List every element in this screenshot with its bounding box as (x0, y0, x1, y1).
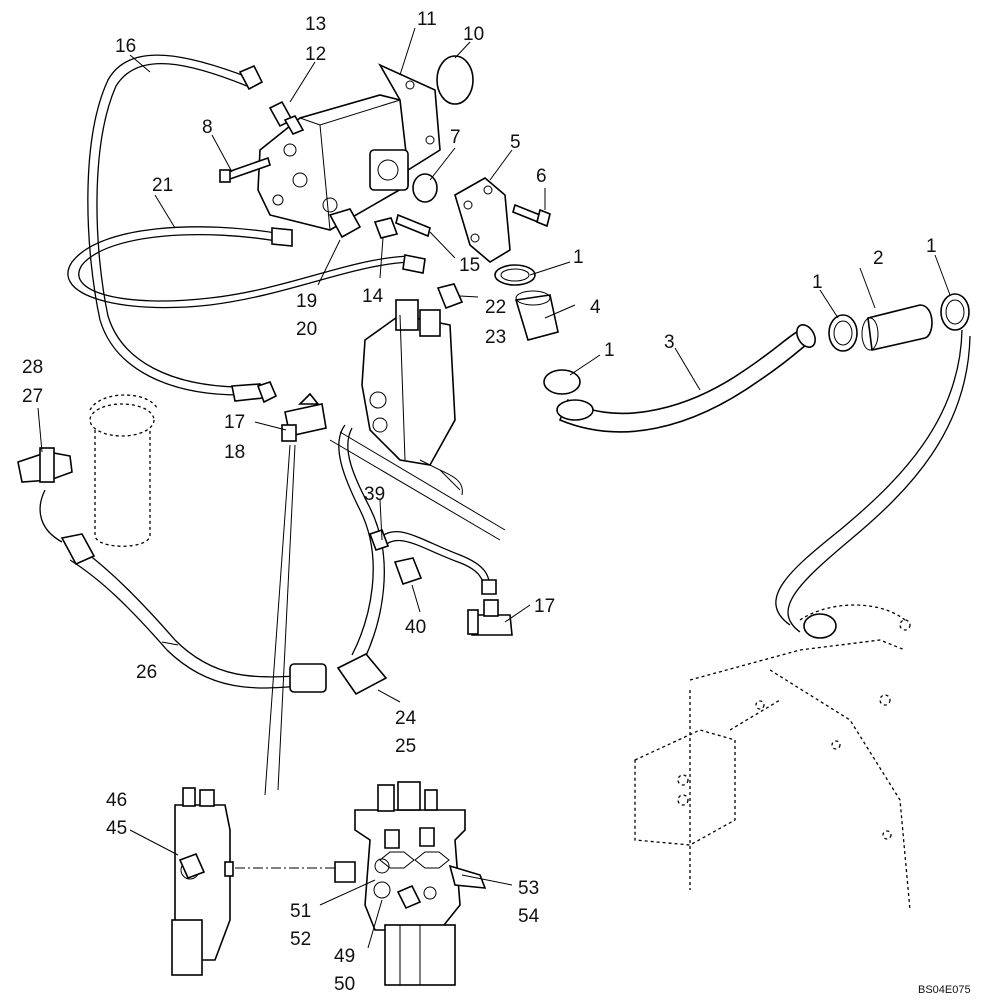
clamp-1-upper (494, 264, 536, 286)
callout-1: 1 (604, 340, 615, 361)
clamp-1-lower (543, 369, 594, 421)
callout-53: 53 (518, 878, 539, 899)
callout-17: 17 (224, 412, 245, 433)
bolt-8 (219, 156, 271, 183)
callout-1: 1 (812, 272, 823, 293)
bolt-15 (395, 213, 431, 238)
callout-51: 51 (290, 901, 311, 922)
callout-28: 28 (22, 357, 43, 378)
callout-17: 17 (534, 596, 555, 617)
callout-49: 49 (334, 946, 355, 967)
fittings-12-13 (268, 100, 305, 136)
elbow-5 (454, 177, 511, 263)
callout-19: 19 (296, 291, 317, 312)
oring-7 (412, 173, 438, 203)
callout-8: 8 (202, 117, 213, 138)
fitting-27-28 (17, 447, 73, 483)
leader-line-18 (329, 439, 501, 541)
callout-40: 40 (405, 617, 426, 638)
suction-tube-3 (558, 324, 816, 433)
callout-7: 7 (450, 127, 461, 148)
callout-1: 1 (573, 247, 584, 268)
return-hose (775, 329, 971, 639)
callout-27: 27 (22, 386, 43, 407)
callout-13: 13 (305, 14, 326, 35)
leader-lines (37, 27, 951, 949)
callout-45: 45 (106, 818, 127, 839)
callout-50: 50 (334, 974, 355, 995)
fitting-19 (328, 208, 362, 239)
oring-10 (436, 55, 474, 105)
callout-25: 25 (395, 736, 416, 757)
clamp-1-mid (828, 314, 858, 352)
callout-14: 14 (362, 286, 384, 307)
hose-26 (39, 489, 327, 693)
valve-side-view (171, 787, 234, 976)
reference-code: BS04E075 (918, 984, 971, 996)
callout-26: 26 (136, 662, 157, 683)
fitting-22-23 (436, 283, 464, 310)
callout-6: 6 (536, 166, 547, 187)
callout-39: 39 (364, 484, 385, 505)
hose-24 (336, 424, 388, 696)
callout-labels: 1 1 1 1 2 3 4 5 6 7 8 10 11 12 13 14 15 … (22, 9, 971, 996)
leader-line-18b (339, 431, 506, 531)
callout-11: 11 (417, 9, 437, 30)
hydraulic-pump (257, 63, 441, 231)
leader-line-vertical-a (264, 444, 291, 796)
callout-21: 21 (152, 175, 173, 196)
callout-52: 52 (290, 929, 311, 950)
clamp-1-right (940, 293, 970, 331)
tube-39 (368, 528, 497, 595)
fitting-40 (393, 557, 423, 586)
frame-outline (634, 604, 911, 911)
callout-1: 1 (926, 236, 937, 257)
callout-16: 16 (115, 36, 136, 57)
hose-4 (514, 290, 559, 341)
callout-22: 22 (485, 297, 506, 318)
callout-12: 12 (305, 44, 326, 65)
callout-18: 18 (224, 442, 245, 463)
callout-2: 2 (873, 248, 884, 269)
tee-17-lower (467, 599, 513, 636)
callout-46: 46 (106, 790, 127, 811)
filter-canister (89, 394, 159, 547)
callout-23: 23 (485, 327, 506, 348)
hose-16 (87, 54, 278, 404)
callout-10: 10 (463, 24, 484, 45)
callout-54: 54 (518, 906, 540, 927)
valve-front-view (334, 781, 487, 986)
hose-21 (67, 226, 426, 309)
tee-17-upper (281, 392, 327, 442)
callout-24: 24 (395, 708, 417, 729)
callout-20: 20 (296, 319, 317, 340)
bolt-6 (512, 203, 551, 228)
callout-5: 5 (510, 132, 521, 153)
callout-3: 3 (664, 332, 675, 353)
control-valve (361, 299, 463, 496)
leader-line-vertical-b (277, 444, 296, 791)
fitting-14 (373, 217, 399, 239)
callout-4: 4 (590, 297, 601, 318)
callout-15: 15 (459, 255, 480, 276)
tube-2 (861, 304, 933, 351)
